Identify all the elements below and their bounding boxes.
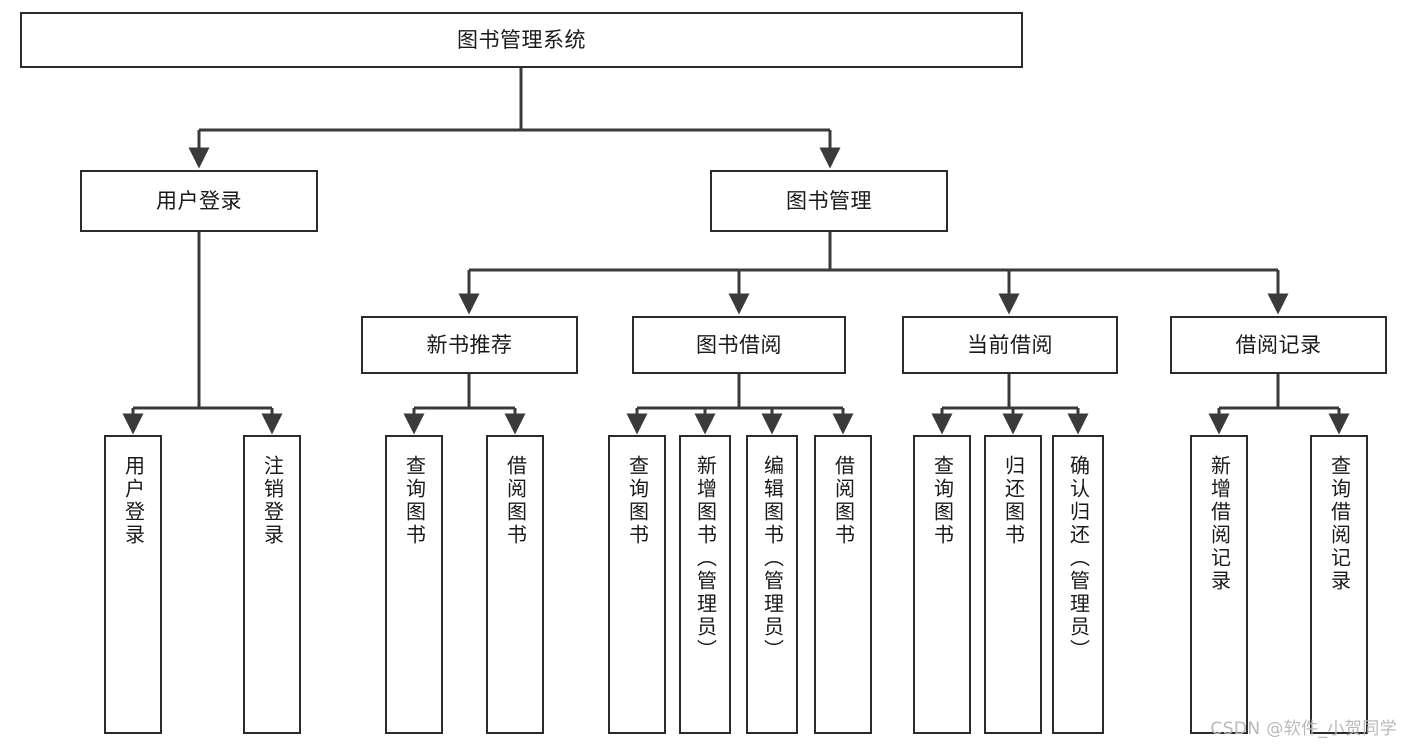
leaf-user-login-label: 用户登录: [121, 455, 146, 547]
leaf-user-login[interactable]: 用户登录: [104, 435, 162, 734]
leaf-borrow-query-book[interactable]: 查询图书: [608, 435, 666, 734]
node-root-label: 图书管理系统: [457, 27, 586, 52]
node-new-book-rec-label: 新书推荐: [426, 332, 513, 357]
leaf-cur-return-book-label: 归还图书: [1001, 455, 1026, 547]
node-root-system[interactable]: 图书管理系统: [20, 12, 1023, 68]
leaf-cur-query-book-label: 查询图书: [930, 455, 955, 547]
node-book-borrow[interactable]: 图书借阅: [632, 316, 846, 374]
leaf-borrow-edit-book[interactable]: 编辑图书（管理员）: [746, 435, 798, 734]
node-user-login-label: 用户登录: [156, 188, 242, 213]
leaf-cur-return-book[interactable]: 归还图书: [984, 435, 1042, 734]
leaf-rec-add-record-label: 新增借阅记录: [1207, 455, 1232, 593]
node-book-borrow-label: 图书借阅: [696, 332, 782, 357]
leaf-rec-query-record[interactable]: 查询借阅记录: [1310, 435, 1368, 734]
leaf-rec-add-record[interactable]: 新增借阅记录: [1190, 435, 1248, 734]
leaf-cur-query-book[interactable]: 查询图书: [913, 435, 971, 734]
leaf-cur-confirm-return-label: 确认归还（管理员）: [1066, 455, 1091, 662]
node-book-manage-label: 图书管理: [786, 188, 872, 213]
csdn-watermark: CSDN @软件_小贺同学: [1210, 719, 1397, 739]
leaf-cur-confirm-return[interactable]: 确认归还（管理员）: [1052, 435, 1104, 734]
leaf-rec-query-record-label: 查询借阅记录: [1327, 455, 1352, 593]
node-current-borrow-label: 当前借阅: [967, 332, 1053, 357]
node-user-login[interactable]: 用户登录: [80, 170, 318, 232]
leaf-borrow-borrow-book-label: 借阅图书: [831, 455, 856, 547]
leaf-rec-borrow-book-label: 借阅图书: [503, 455, 528, 547]
node-book-manage[interactable]: 图书管理: [710, 170, 948, 232]
node-new-book-recommendation[interactable]: 新书推荐: [361, 316, 578, 374]
leaf-rec-query-book[interactable]: 查询图书: [385, 435, 443, 734]
node-borrow-record-label: 借阅记录: [1235, 332, 1322, 357]
leaf-logout-label: 注销登录: [260, 455, 285, 547]
node-current-borrow[interactable]: 当前借阅: [902, 316, 1118, 374]
node-borrow-record[interactable]: 借阅记录: [1170, 316, 1387, 374]
leaf-rec-borrow-book[interactable]: 借阅图书: [486, 435, 544, 734]
leaf-borrow-edit-book-label: 编辑图书（管理员）: [760, 455, 785, 662]
leaf-logout[interactable]: 注销登录: [243, 435, 301, 734]
leaf-borrow-borrow-book[interactable]: 借阅图书: [814, 435, 872, 734]
leaf-borrow-query-book-label: 查询图书: [625, 455, 650, 547]
leaf-borrow-add-book[interactable]: 新增图书（管理员）: [679, 435, 731, 734]
leaf-borrow-add-book-label: 新增图书（管理员）: [693, 455, 718, 662]
leaf-rec-query-book-label: 查询图书: [402, 455, 427, 547]
